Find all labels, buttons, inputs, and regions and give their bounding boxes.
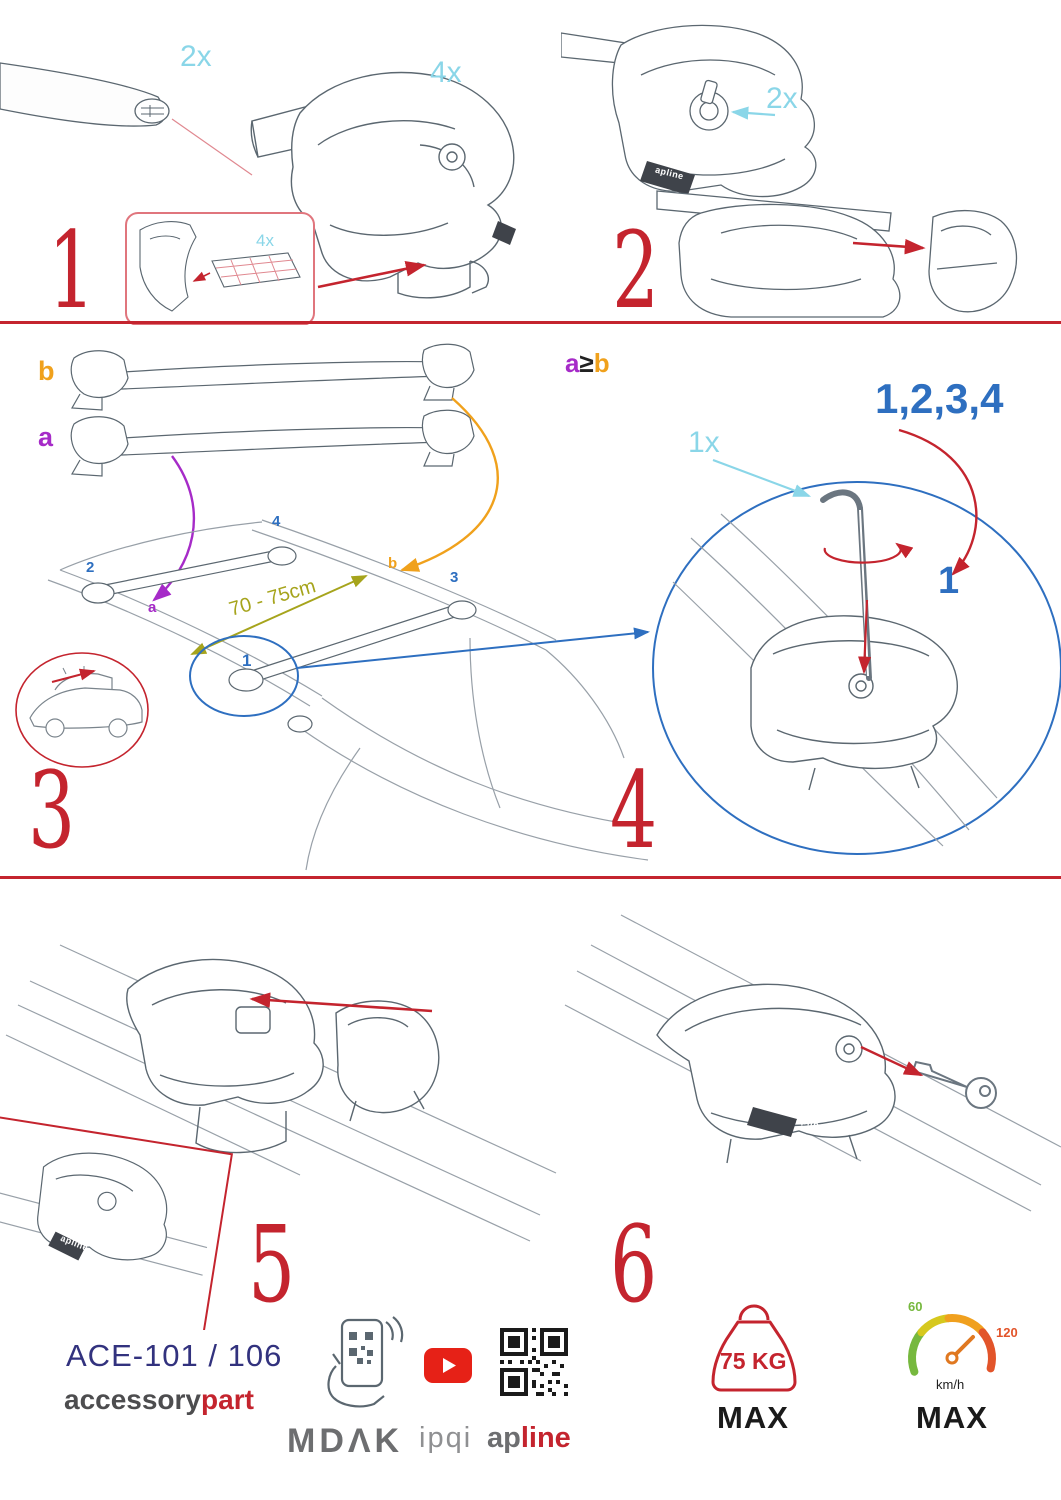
pad-inset xyxy=(125,212,315,325)
section-divider-2 xyxy=(0,876,1061,879)
model-number: ACE-101 / 106 xyxy=(66,1338,283,1373)
foot-drawing xyxy=(250,71,515,299)
step1-drawing xyxy=(0,62,516,325)
step1-bar-qty: 2x xyxy=(180,40,212,73)
brand-part: part xyxy=(201,1384,254,1415)
car-inset-drawing xyxy=(15,652,149,768)
step5-number: 5 xyxy=(248,1203,296,1326)
step1-foot-qty: 4x xyxy=(430,56,462,89)
bar-foot-assembly-drawing xyxy=(656,190,1018,318)
step4-condition: a≥b xyxy=(565,350,610,376)
max-weight-icon xyxy=(711,1304,797,1392)
step4-drawing xyxy=(652,428,1061,855)
step4-tool-qty: 1x xyxy=(688,426,720,459)
step3-pos-3: 3 xyxy=(450,569,459,586)
allen-key-drawing xyxy=(820,489,872,681)
brand-patch xyxy=(640,161,695,195)
brand-accessorypart: accessorypart xyxy=(64,1386,254,1414)
condition-operator: ≥ xyxy=(579,348,594,378)
step3-number: 3 xyxy=(28,749,76,872)
logo-line: line xyxy=(520,1422,571,1454)
max-speed-label: MAX xyxy=(916,1400,988,1435)
foot-lock-drawing xyxy=(656,983,896,1164)
car-roof-drawing xyxy=(47,519,649,871)
crossbar-drawing xyxy=(0,62,170,127)
speedometer-icon xyxy=(908,1314,996,1376)
step1-number: 1 xyxy=(48,209,96,332)
step3-bar-b-label: b xyxy=(38,356,55,386)
youtube-icon xyxy=(424,1348,472,1383)
step3-pos-2: 2 xyxy=(86,559,95,576)
step4-number: 4 xyxy=(610,749,658,872)
logo-mdak: MDΛK xyxy=(287,1422,404,1460)
step4-sequence: 1,2,3,4 xyxy=(875,375,1004,422)
rubber-pad xyxy=(492,221,516,245)
step3-roof-a: a xyxy=(148,599,157,616)
logo-apline: apline xyxy=(487,1424,571,1453)
brand-accessory: accessory xyxy=(64,1384,202,1415)
brand-patch xyxy=(747,1107,797,1137)
max-weight-value: 75 KG xyxy=(720,1348,787,1374)
step3-pos-1: 1 xyxy=(242,651,252,670)
scan-phone-icon xyxy=(327,1316,404,1408)
logo-ap: ap xyxy=(487,1422,521,1454)
logo-ipqi: ipqi xyxy=(419,1422,473,1454)
key-drawing xyxy=(911,1060,997,1109)
condition-b: b xyxy=(593,348,610,378)
crossbar-a-drawing xyxy=(70,409,475,477)
crossbar-b-drawing xyxy=(70,343,475,411)
locked-foot-inset xyxy=(0,1107,234,1330)
step2-drawing xyxy=(561,24,1018,318)
step1-pad-qty: 4x xyxy=(256,231,274,250)
foot-with-lock-drawing xyxy=(561,24,817,198)
step6-drawing xyxy=(564,914,1061,1212)
speed-unit-label: km/h xyxy=(936,1377,965,1392)
qr-code-icon xyxy=(500,1328,568,1396)
step3-bar-a-label: a xyxy=(38,422,54,452)
step5-drawing xyxy=(0,944,557,1330)
speed-low-label: 60 xyxy=(908,1299,923,1314)
max-weight-label: MAX xyxy=(717,1400,789,1435)
step2-lock-qty: 2x xyxy=(766,82,798,115)
step3-roof-b: b xyxy=(388,555,398,572)
condition-a: a xyxy=(565,348,580,378)
foot-cover-drawing xyxy=(126,958,440,1154)
foot-tighten-drawing xyxy=(750,615,958,791)
step3-pos-4: 4 xyxy=(272,513,281,530)
step6-number: 6 xyxy=(610,1203,658,1326)
step2-number: 2 xyxy=(612,209,660,332)
speed-high-label: 120 xyxy=(996,1325,1018,1340)
step3-drawing xyxy=(15,343,650,871)
step4-tighten-pos: 1 xyxy=(938,560,960,602)
section-divider-1 xyxy=(0,321,1061,324)
